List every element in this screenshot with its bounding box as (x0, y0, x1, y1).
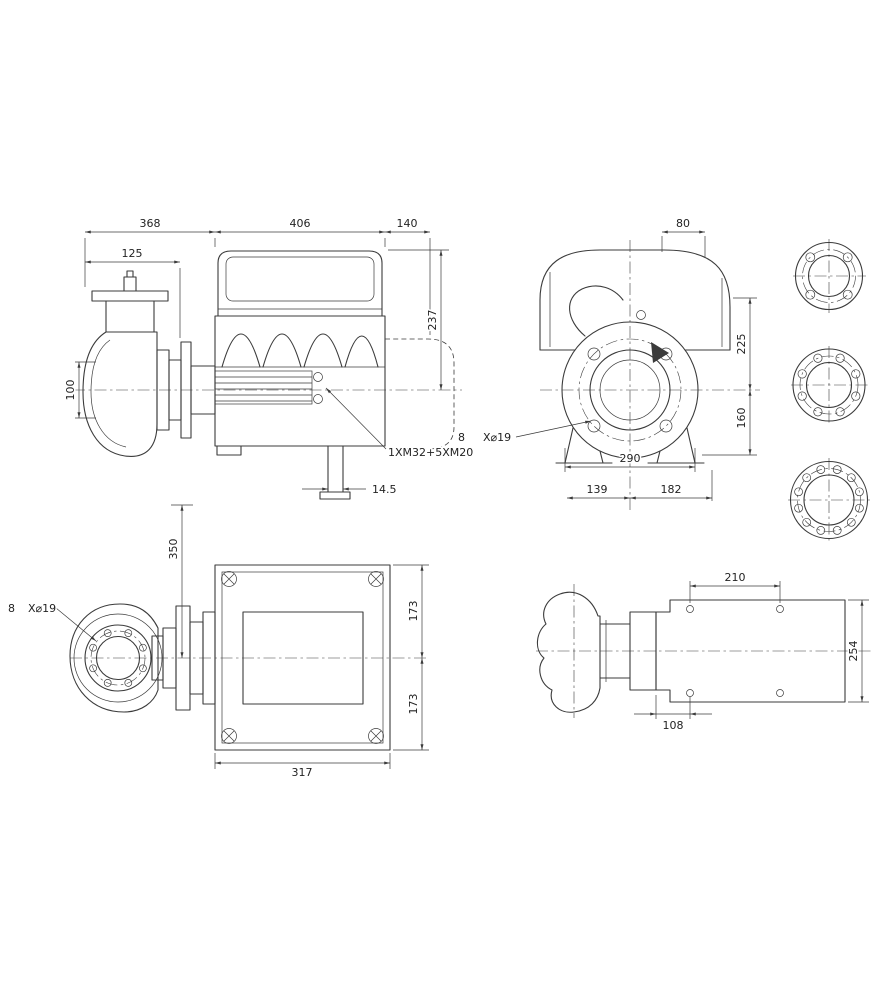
front-view: 80 225 160 8 X⌀19 290 139 182 (457, 216, 760, 512)
motor-side (214, 250, 386, 500)
volute-top (69, 603, 163, 713)
mount-hole (686, 605, 694, 613)
dim-hole-offset: 108 (663, 719, 684, 732)
terminal-box (217, 250, 383, 317)
motor-front (539, 249, 731, 351)
dim-center-to-top: 225 (735, 334, 748, 355)
dim-top-width: 80 (676, 217, 690, 230)
dim-flange-offset: 125 (122, 247, 143, 260)
top-dimension-lines (55, 565, 424, 765)
bolt-hole (124, 679, 133, 687)
mount-hole (686, 689, 694, 697)
dim-center-to-right: 182 (661, 483, 682, 496)
dim-hole-span: 210 (725, 571, 746, 584)
side-dimension-lines (77, 230, 443, 658)
bolt-hole (103, 629, 112, 637)
dim-clearance: 140 (397, 217, 418, 230)
bolt-hole (587, 347, 601, 361)
motor-footprint (655, 599, 846, 703)
mount-hole (776, 605, 784, 613)
bolt-note-size: X⌀19 (483, 431, 511, 444)
dim-center-to-left-foot: 139 (587, 483, 608, 496)
right-foot (647, 427, 705, 464)
box-lid (242, 611, 364, 705)
corner-screw-icon (368, 728, 384, 744)
volute-front (555, 285, 705, 464)
dim-foot-offset: 14.5 (372, 483, 397, 496)
cable-gland-icon (313, 394, 323, 404)
bolt-hole (587, 419, 601, 433)
bolt-circle (578, 338, 682, 442)
spiral-tongue (569, 285, 624, 337)
suction-flange (91, 290, 169, 302)
bolt-note-size: X⌀19 (28, 602, 56, 615)
front-extension-lines (564, 236, 757, 501)
flange-8-hole (791, 346, 868, 424)
mount-hole (776, 689, 784, 697)
flange-12-hole (788, 458, 870, 542)
dim-height-above-center: 237 (426, 310, 439, 331)
base-plate (214, 564, 391, 751)
side-extension-lines (75, 238, 449, 506)
bolt-hole (139, 664, 147, 673)
vent-plug (123, 276, 137, 292)
dim-plate-length: 317 (292, 766, 313, 779)
corner-screw-icon (221, 571, 237, 587)
pump-silhouette (536, 591, 601, 713)
cable-leader-line (325, 387, 387, 450)
dim-body-width: 254 (847, 641, 860, 662)
bolt-circle (90, 630, 146, 686)
dim-center-to-flange: 350 (167, 539, 180, 560)
fin-block (214, 370, 313, 405)
bolt-hole (139, 643, 147, 652)
rotation-arrow-icon (651, 342, 669, 363)
dim-half-width-lower: 173 (407, 694, 420, 715)
top-view: 8 X⌀19 173 173 317 (7, 564, 429, 781)
clearance-outline (385, 338, 455, 450)
bolt-note-count: 8 (8, 602, 15, 615)
dim-motor-length: 406 (290, 217, 311, 230)
dim-foot-span: 290 (620, 452, 641, 465)
bolt-note-leader (55, 607, 97, 642)
profile-view: 210 254 108 (536, 570, 871, 734)
bolt-note-leader (515, 420, 592, 438)
bolt-hole (89, 664, 97, 673)
corner-screw-icon (368, 571, 384, 587)
bolt-hole (89, 643, 97, 652)
cable-gland-icon (313, 372, 323, 382)
bolt-hole (103, 679, 112, 687)
profile-dimension-lines (634, 584, 864, 716)
support-foot (319, 491, 351, 500)
dim-center-to-base: 160 (735, 408, 748, 429)
flange-4-hole (793, 239, 866, 313)
dim-suction-port: 100 (64, 380, 77, 401)
cable-entries-note: 1XM32+5XM20 (388, 446, 473, 459)
bolt-note-count: 8 (458, 431, 465, 444)
dim-pump-length: 368 (140, 217, 161, 230)
motor-foot (216, 445, 242, 456)
flange-detail-views (788, 239, 870, 542)
volute-casing (82, 331, 158, 457)
side-elevation-view: 368 406 140 125 237 100 1XM32+5XM20 14.5… (63, 216, 475, 658)
plug (636, 310, 646, 320)
left-foot (555, 427, 613, 464)
top-extension-lines (214, 564, 429, 769)
lifting-fins (221, 333, 379, 368)
dim-half-width-upper: 173 (407, 601, 420, 622)
front-dimension-lines (515, 230, 752, 500)
corner-screw-icon (221, 728, 237, 744)
bolt-hole (659, 419, 673, 433)
profile-extension-lines (655, 581, 869, 719)
bolt-hole (124, 629, 133, 637)
